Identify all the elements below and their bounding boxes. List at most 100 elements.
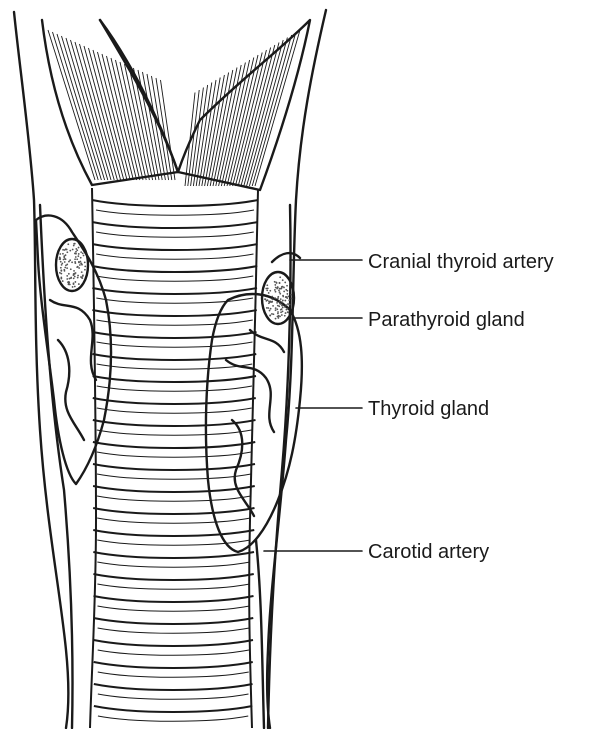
stipple-dot (73, 283, 75, 285)
stipple-dot (281, 286, 283, 288)
hatch-line-left (156, 78, 172, 180)
stipple-dot (274, 281, 276, 283)
stipple-dot (275, 318, 277, 320)
trachea-ring (94, 640, 253, 646)
stipple-dot (275, 309, 277, 311)
stipple-dot (66, 275, 68, 277)
stipple-dot (284, 306, 286, 308)
stipple-dot (63, 259, 65, 261)
stipple-dot (74, 281, 76, 283)
hatch-line-right (252, 33, 296, 187)
trachea-ring-shade (97, 386, 252, 391)
trachea-ring-shade (96, 232, 254, 237)
stipple-dot (73, 245, 75, 247)
stipple-dot (266, 307, 268, 309)
left-thyroid-fold-2 (58, 340, 84, 440)
stipple-dot (282, 300, 284, 302)
stipple-dot (69, 278, 71, 280)
stipple-dot (75, 251, 77, 253)
stipple-dot (281, 304, 283, 306)
stipple-dot (279, 303, 281, 305)
trachea-ring-shade (98, 672, 249, 677)
stipple-dot (61, 263, 63, 265)
stipple-dot (280, 298, 282, 300)
stipple-dot (279, 276, 281, 278)
stipple-dot (72, 286, 74, 288)
stipple-dot (68, 273, 70, 275)
trachea-ring-shade (96, 254, 253, 259)
stipple-dot (287, 303, 289, 305)
stipple-dot (76, 249, 78, 251)
stipple-dot (73, 243, 75, 245)
stipple-dot (70, 277, 72, 279)
stipple-dot (74, 258, 76, 260)
stipple-dot (69, 250, 71, 252)
trachea-ring-shade (97, 430, 252, 435)
stipple-dot (74, 261, 76, 263)
stipple-dot (60, 267, 62, 269)
stipple-dot (286, 285, 288, 287)
stipple-dot (66, 278, 68, 280)
stipple-dot (282, 311, 284, 313)
stipple-dot (80, 257, 82, 259)
hatch-line-left (152, 76, 169, 180)
stipple-dot (77, 255, 79, 257)
stipple-dot (70, 268, 72, 270)
trachea-ring (93, 530, 254, 536)
stipple-dot (285, 304, 287, 306)
stipple-dot (83, 255, 85, 257)
stipple-dot (78, 253, 80, 255)
stipple-dot (79, 264, 81, 266)
trachea-ring (93, 332, 257, 338)
trachea-ring (92, 266, 257, 272)
stipple-dot (272, 305, 274, 307)
trachea (90, 188, 258, 728)
stipple-dot (279, 293, 281, 295)
stipple-dot (280, 309, 282, 311)
hatch-line-right (210, 70, 233, 186)
stipple-dot (74, 286, 76, 288)
stipple-dot (266, 284, 268, 286)
stipple-dot (273, 313, 275, 315)
stipple-dot (80, 261, 82, 263)
trachea-ring (92, 244, 257, 250)
stipple-dot (282, 279, 284, 281)
trachea-ring (93, 420, 256, 426)
label-thyroid-gland: Thyroid gland (368, 399, 489, 419)
stipple-dot (66, 267, 68, 269)
stipple-dot (277, 315, 279, 317)
stipple-dot (62, 280, 64, 282)
stipple-dot (279, 282, 281, 284)
stipple-dot (62, 249, 64, 251)
stipple-dot (271, 313, 273, 315)
stipple-dot (276, 302, 278, 304)
stipple-dot (271, 298, 273, 300)
trachea-ring (93, 398, 256, 404)
neck-outline-right (267, 10, 326, 728)
stipple-dot (283, 287, 285, 289)
stipple-dot (265, 288, 267, 290)
trachea-ring (93, 442, 255, 448)
stipple-dot (71, 261, 73, 263)
stipple-dot (278, 290, 280, 292)
stipple-dot (290, 294, 292, 296)
trachea-ring (92, 288, 257, 294)
stipple-dot (81, 271, 83, 273)
trachea-ring (93, 376, 256, 382)
trachea-ring (93, 464, 255, 470)
stipple-dot (274, 297, 276, 299)
stipple-dot (288, 299, 290, 301)
trachea-ring (94, 706, 252, 712)
stipple-dot (279, 300, 281, 302)
label-carotid-artery: Carotid artery (368, 542, 489, 562)
carotid-artery-vessel (256, 540, 264, 728)
stipple-dot (279, 288, 281, 290)
stipple-dot (84, 265, 86, 267)
stipple-dot (275, 307, 277, 309)
stipple-dot (77, 277, 79, 279)
stipple-dot (277, 286, 279, 288)
stipple-dot (82, 274, 84, 276)
stipple-dot (268, 292, 270, 294)
stipple-dot (78, 283, 80, 285)
trachea-ring (94, 684, 253, 690)
